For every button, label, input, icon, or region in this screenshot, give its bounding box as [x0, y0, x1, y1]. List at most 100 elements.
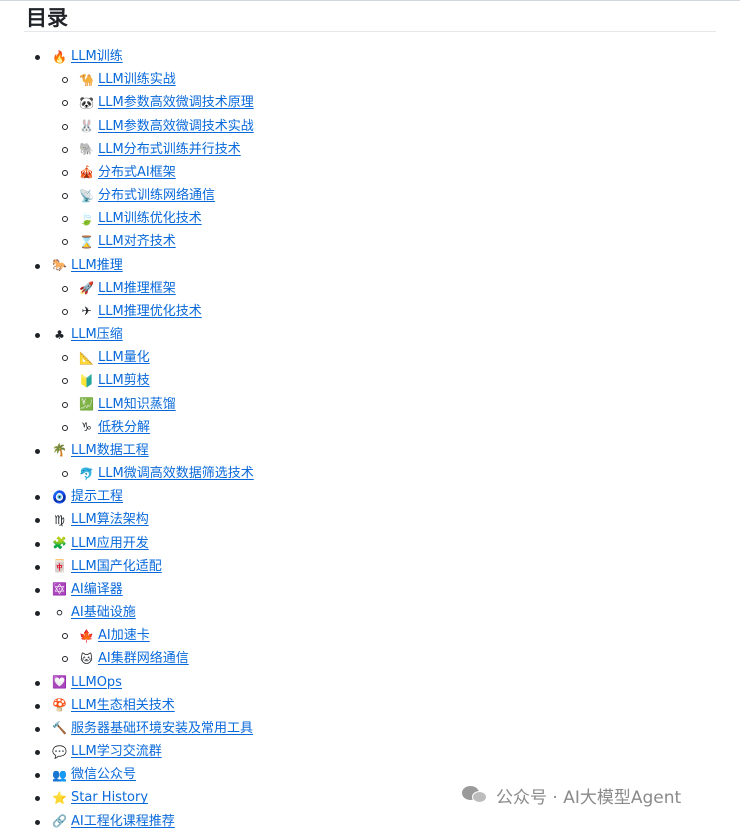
toc-link[interactable]: AI加速卡	[98, 628, 150, 644]
toc-link[interactable]: AI基础设施	[71, 605, 136, 621]
speech-bubble-icon: 💬	[52, 744, 67, 759]
dolphin-icon: 🐬	[79, 466, 94, 481]
toc-item: 👥 微信公众号	[0, 765, 700, 785]
bullet-disc	[35, 448, 40, 454]
toc-subitem: 📡 分布式训练网络通信	[0, 186, 700, 206]
toc-subitem: 🐬 LLM微调高效数据筛选技术	[0, 464, 700, 484]
toc-item: ♍LLM算法架构	[0, 510, 700, 530]
clover-icon: ♣	[54, 327, 65, 342]
toc-link[interactable]: LLM参数高效微调技术原理	[98, 95, 254, 111]
toc-item: 🍄LLM生态相关技术	[0, 696, 700, 716]
people-icon: 👥	[52, 767, 67, 782]
toc-link[interactable]: LLM压缩	[71, 327, 123, 343]
toc-link[interactable]: LLM生态相关技术	[71, 697, 175, 713]
toc-link[interactable]: 低秩分解	[98, 419, 151, 435]
toc-link[interactable]: LLM训练优化技术	[98, 211, 202, 227]
maple-leaf-icon: 🍁	[79, 628, 94, 643]
toc-link[interactable]: LLM算法架构	[71, 512, 149, 528]
airplane-icon: ✈	[81, 304, 92, 319]
toc-subitem: 💹 LLM知识蒸馏	[0, 395, 700, 415]
toc-item: ♣ LLM压缩	[0, 325, 700, 345]
bullet-disc	[35, 333, 40, 339]
horse-icon: 🐎	[52, 258, 67, 273]
octocat-icon: 🐱	[80, 651, 93, 666]
bullet-circle	[62, 424, 68, 431]
toc-link[interactable]: LLM应用开发	[71, 535, 149, 551]
toc-link[interactable]: LLM分布式训练并行技术	[98, 141, 241, 157]
toc-link[interactable]: LLM数据工程	[71, 442, 149, 458]
toc-link[interactable]: 微信公众号	[71, 767, 137, 783]
page-title: 目录	[26, 6, 68, 30]
toc-link[interactable]: 分布式训练网络通信	[98, 188, 216, 204]
bullet-disc	[35, 796, 40, 802]
toc-link[interactable]: LLM微调高效数据筛选技术	[98, 466, 254, 482]
bullet-circle	[62, 378, 68, 385]
toc-link[interactable]: AI编译器	[71, 581, 123, 597]
toc-link[interactable]: 服务器基础环境安装及常用工具	[71, 720, 254, 736]
toc-subitem: 🚀 LLM推理框架	[0, 279, 700, 299]
toc-link[interactable]: 分布式AI框架	[98, 164, 176, 180]
toc-link[interactable]: LLM量化	[98, 350, 150, 366]
toc-link[interactable]: LLM剪枝	[98, 373, 150, 389]
bullet-circle	[62, 656, 68, 663]
toc-link[interactable]: LLM训练	[71, 49, 123, 64]
toc-item: 🌴LLM数据工程	[0, 441, 700, 461]
toc-item: 🔨服务器基础环境安装及常用工具	[0, 719, 700, 739]
toc-link[interactable]: 提示工程	[71, 489, 124, 505]
toc-link[interactable]: LLM训练实战	[98, 72, 176, 88]
beginner-icon: 🔰	[79, 373, 94, 388]
toc-subitem: 🍃 LLM训练优化技术	[0, 209, 700, 229]
wechat-icon	[462, 784, 488, 806]
toc-link[interactable]: AI集群网络通信	[98, 651, 189, 667]
bullet-disc	[35, 495, 40, 501]
title-divider	[24, 31, 716, 32]
toc-link[interactable]: LLM学习交流群	[71, 744, 162, 760]
bullet-disc	[35, 819, 40, 825]
toc-subitem: 🐱 AI集群网络通信	[0, 649, 700, 669]
watermark: 公众号 · AI大模型Agent	[462, 782, 681, 808]
bullet-circle	[62, 146, 68, 153]
bullet-disc	[35, 55, 40, 60]
bullet-disc	[35, 726, 40, 732]
toc-item: 🀄 LLM国产化适配	[0, 557, 700, 577]
toc-link[interactable]: LLMOps	[71, 674, 122, 690]
bullet-circle	[62, 193, 68, 200]
toc-link[interactable]: LLM知识蒸馏	[98, 396, 176, 412]
toc-link[interactable]: LLM对齐技术	[98, 234, 176, 250]
toc-subitem: 🔰 LLM剪枝	[0, 371, 700, 391]
bullet-disc	[35, 263, 40, 269]
toc-link[interactable]: AI工程化课程推荐	[71, 813, 175, 829]
toc-link[interactable]: LLM国产化适配	[71, 558, 162, 574]
toc-link[interactable]: LLM推理优化技术	[98, 303, 202, 319]
bullet-circle	[62, 471, 68, 478]
mahjong-icon: 🀄	[52, 559, 67, 574]
hourglass-icon: ⌛	[79, 234, 94, 249]
toc-subitem: 🐰LLM参数高效微调技术实战	[0, 117, 700, 137]
toc-item: 🔥 LLM训练	[0, 47, 700, 67]
toc-link[interactable]: LLM推理	[71, 257, 123, 273]
bullet-circle	[62, 355, 68, 362]
toc-link[interactable]: LLM参数高效微调技术实战	[98, 118, 254, 134]
bullet-circle	[62, 100, 68, 107]
toc-link[interactable]: LLM推理框架	[98, 280, 176, 296]
toc-link[interactable]: Star History	[71, 790, 149, 806]
toc-subitem: 🍁 AI加速卡	[0, 626, 700, 646]
puzzle-icon: 🧩	[52, 536, 67, 551]
elephant-icon: 🐘	[79, 142, 94, 157]
star-of-david-icon: 🔯	[52, 582, 67, 597]
toc-item: 💬 LLM学习交流群	[0, 742, 700, 762]
tent-icon: 🎪	[79, 165, 94, 180]
bullet-disc	[35, 587, 40, 593]
rocket-icon: 🚀	[79, 281, 94, 296]
top-border	[0, 0, 740, 1]
bullet-circle	[62, 633, 68, 640]
antenna-icon: 📡	[79, 188, 94, 203]
bullet-disc	[35, 773, 40, 779]
fire-icon: 🔥	[52, 49, 67, 64]
bullet-circle	[62, 216, 68, 223]
chart-icon: 💹	[79, 397, 94, 412]
toc-item: 🧩 LLM应用开发	[0, 534, 700, 554]
bullet-disc	[35, 703, 40, 709]
toc-subitem: 🎪 分布式AI框架	[0, 163, 700, 183]
leaf-icon: 🍃	[79, 211, 94, 226]
